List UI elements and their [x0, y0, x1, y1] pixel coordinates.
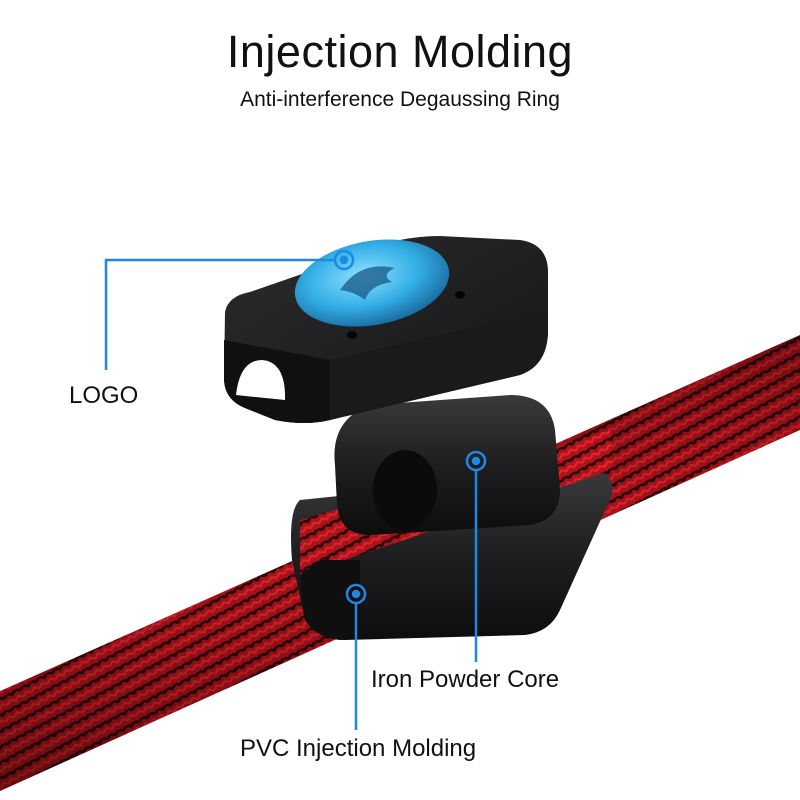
callout-pvc-line: [345, 583, 367, 730]
callout-label-logo: LOGO: [69, 382, 139, 409]
upper-ring-half: [224, 236, 548, 423]
page-title: Injection Molding: [226, 26, 574, 77]
callout-logo-line: [104, 249, 355, 370]
callout-label-core: Iron Powder Core: [371, 666, 560, 693]
lower-ring-half: [291, 395, 613, 640]
callout-label-pvc: PVC Injection Molding: [240, 735, 477, 762]
callout-core-line: [465, 450, 487, 662]
page-subtitle: Anti-interference Degaussing Ring: [240, 88, 560, 111]
